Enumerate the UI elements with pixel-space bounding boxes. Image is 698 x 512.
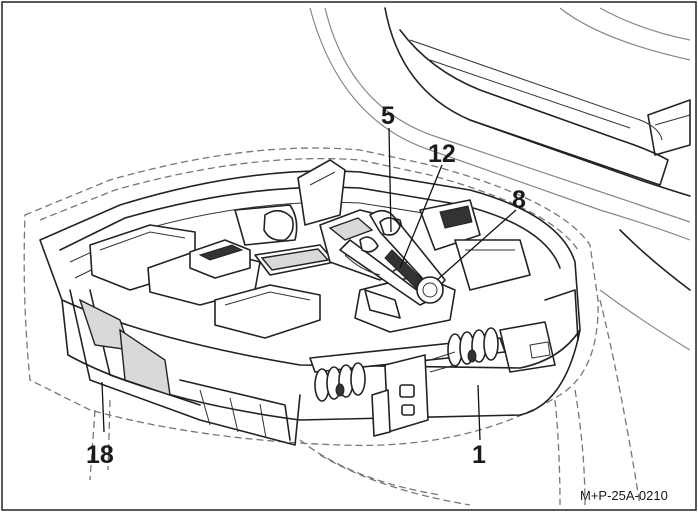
wheel-well-outline <box>23 147 641 506</box>
vehicle-rear-body <box>309 7 691 351</box>
figure-reference-code: M+P-25A-0210 <box>580 488 668 503</box>
callout-12: 12 <box>428 140 456 168</box>
leader-18 <box>101 381 105 433</box>
front-strap-assembly <box>309 327 506 437</box>
leader-lines <box>101 127 517 441</box>
callout-5: 5 <box>381 102 395 130</box>
leader-12 <box>399 164 443 269</box>
coil-spring-left <box>314 362 366 402</box>
callout-18: 18 <box>86 441 114 469</box>
leader-8 <box>436 209 517 281</box>
coil-spring-right <box>447 327 499 367</box>
leader-1 <box>477 384 481 441</box>
leader-5 <box>388 127 392 233</box>
callout-8: 8 <box>512 186 526 214</box>
callout-1: 1 <box>472 441 486 469</box>
tool-set <box>339 209 446 319</box>
tool-socket <box>416 276 444 304</box>
